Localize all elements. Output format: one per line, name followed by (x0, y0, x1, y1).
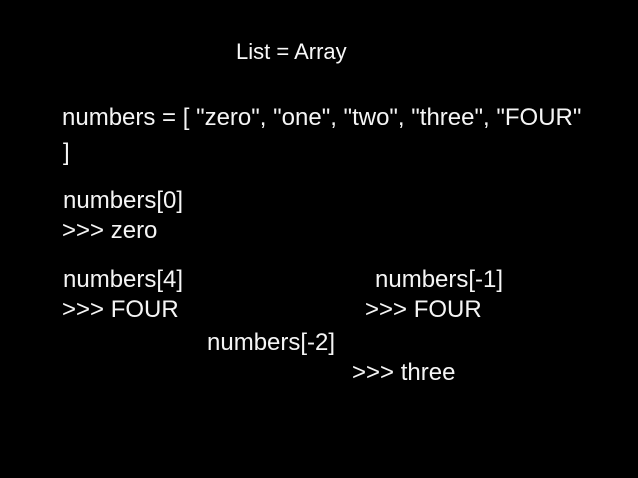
code-numbers-neg2: numbers[-2] (207, 329, 336, 356)
code-numbers-index4: numbers[4] (63, 266, 184, 293)
output-numbers-neg2: >>> three (352, 359, 456, 386)
output-numbers-neg1: >>> FOUR (365, 296, 482, 323)
code-numbers-neg1: numbers[-1] (375, 266, 504, 293)
output-numbers-index4: >>> FOUR (62, 296, 179, 323)
list-assignment-line1: numbers = [ "zero", "one", "two", "three… (62, 104, 582, 131)
code-numbers-index0: numbers[0] (63, 187, 184, 214)
list-assignment-line2: ] (63, 139, 70, 166)
slide-title: List = Array (236, 39, 347, 64)
output-numbers-index0: >>> zero (62, 217, 158, 244)
